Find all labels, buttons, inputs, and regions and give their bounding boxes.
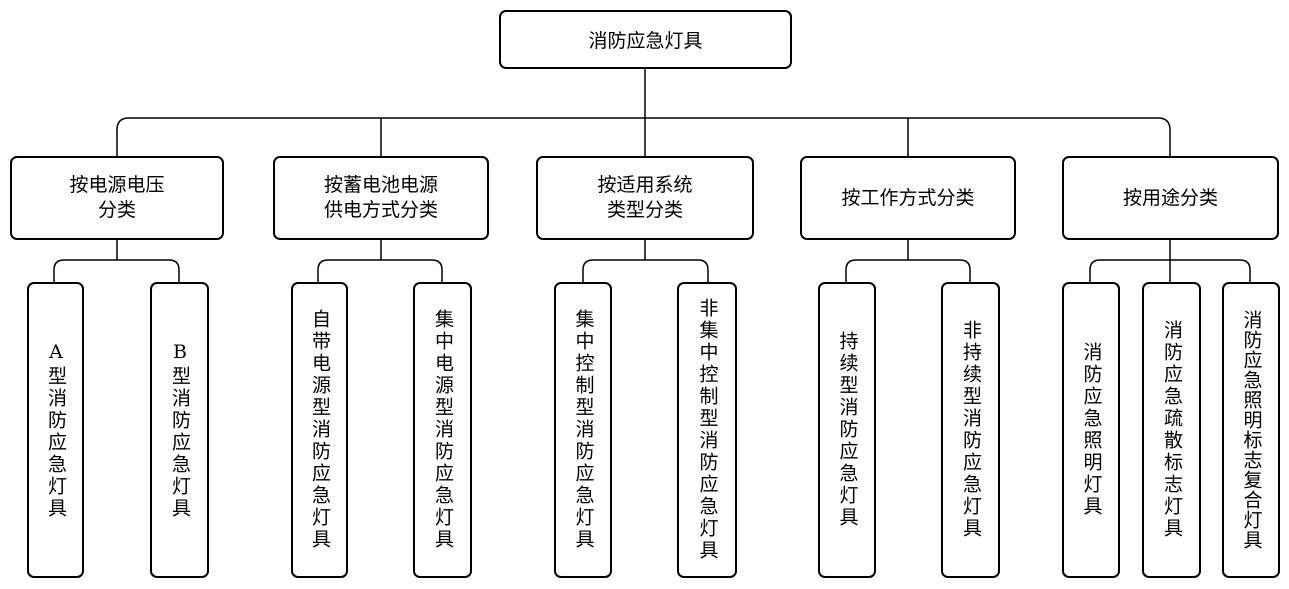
root-label: 消防应急灯具 bbox=[588, 30, 703, 52]
category-label: 按适用系统 类型分类 bbox=[597, 174, 693, 221]
leaf-node: 集中电源型消防应急灯具 bbox=[413, 282, 472, 578]
leaf-node: 消防应急疏散标志灯具 bbox=[1142, 282, 1201, 578]
leaf-label: 非集中控制型消防应急灯具 bbox=[696, 298, 719, 562]
leaf-node: 非集中控制型消防应急灯具 bbox=[677, 282, 737, 578]
leaf-label: 自带电源型消防应急灯具 bbox=[309, 309, 331, 551]
leaf-node: 自带电源型消防应急灯具 bbox=[291, 282, 348, 578]
category-label: 按电源电压 分类 bbox=[69, 174, 165, 221]
leaf-label: A型消防应急灯具 bbox=[45, 340, 67, 520]
category-node-voltage: 按电源电压 分类 bbox=[10, 156, 224, 240]
leaf-label: B型消防应急灯具 bbox=[169, 340, 191, 520]
leaf-label: 消防应急照明标志复合灯具 bbox=[1240, 310, 1263, 550]
leaf-label: 非持续型消防应急灯具 bbox=[960, 320, 982, 540]
category-node-system-type: 按适用系统 类型分类 bbox=[536, 156, 754, 240]
category-node-battery-supply: 按蓄电池电源 供电方式分类 bbox=[273, 156, 489, 240]
leaf-label: 集中电源型消防应急灯具 bbox=[432, 309, 454, 551]
category-node-purpose: 按用途分类 bbox=[1062, 156, 1279, 240]
category-node-working-mode: 按工作方式分类 bbox=[800, 156, 1016, 240]
category-label: 按蓄电池电源 供电方式分类 bbox=[323, 174, 438, 221]
leaf-label: 集中控制型消防应急灯具 bbox=[572, 309, 595, 551]
leaf-label: 消防应急照明灯具 bbox=[1080, 342, 1103, 518]
leaf-node: 集中控制型消防应急灯具 bbox=[554, 282, 612, 578]
leaf-label: 消防应急疏散标志灯具 bbox=[1161, 320, 1183, 540]
leaf-node: B型消防应急灯具 bbox=[150, 282, 209, 578]
root-node: 消防应急灯具 bbox=[499, 10, 792, 69]
category-label: 按用途分类 bbox=[1122, 186, 1218, 209]
leaf-node: A型消防应急灯具 bbox=[27, 282, 84, 578]
leaf-node: 非持续型消防应急灯具 bbox=[941, 282, 1000, 578]
leaf-node: 持续型消防应急灯具 bbox=[818, 282, 876, 578]
leaf-label: 持续型消防应急灯具 bbox=[836, 331, 859, 529]
leaf-node: 消防应急照明灯具 bbox=[1062, 282, 1120, 578]
leaf-node: 消防应急照明标志复合灯具 bbox=[1222, 282, 1280, 578]
category-label: 按工作方式分类 bbox=[841, 186, 975, 209]
